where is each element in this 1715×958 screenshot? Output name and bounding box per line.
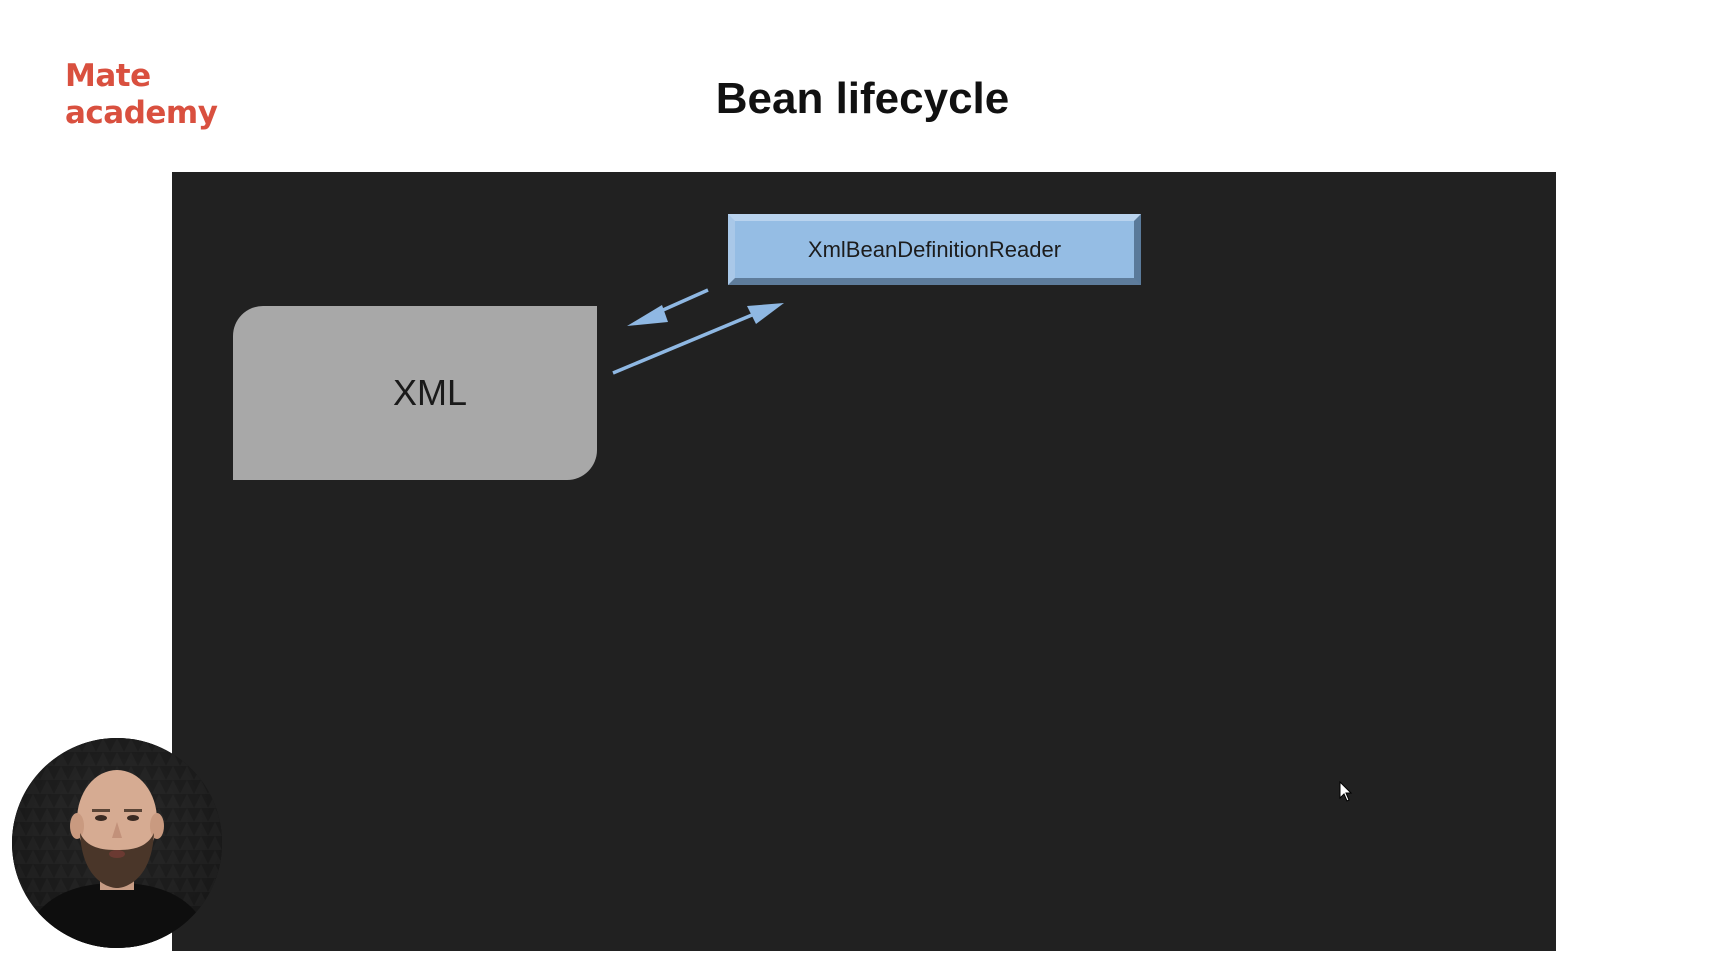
presenter-video-icon [12,738,222,948]
presenter-webcam [12,738,222,948]
diagram-arrows [612,288,784,375]
slide-title: Bean lifecycle [715,74,1010,123]
arrow-reader-to-xml [627,288,709,326]
mouse-pointer-icon [1339,781,1353,802]
logo-line-2: academy [65,95,218,131]
logo-line-1: Mate [65,58,151,94]
arrow-xml-to-reader [612,303,784,375]
xml-box: XML [233,306,597,480]
brand-logo: Mate academy [65,58,218,132]
xml-bean-definition-reader-box: XmlBeanDefinitionReader [728,214,1141,285]
reader-label: XmlBeanDefinitionReader [807,236,1062,262]
xml-label: XML [392,372,468,413]
diagram-stage: XmlBeanDefinitionReader XML [172,172,1556,951]
